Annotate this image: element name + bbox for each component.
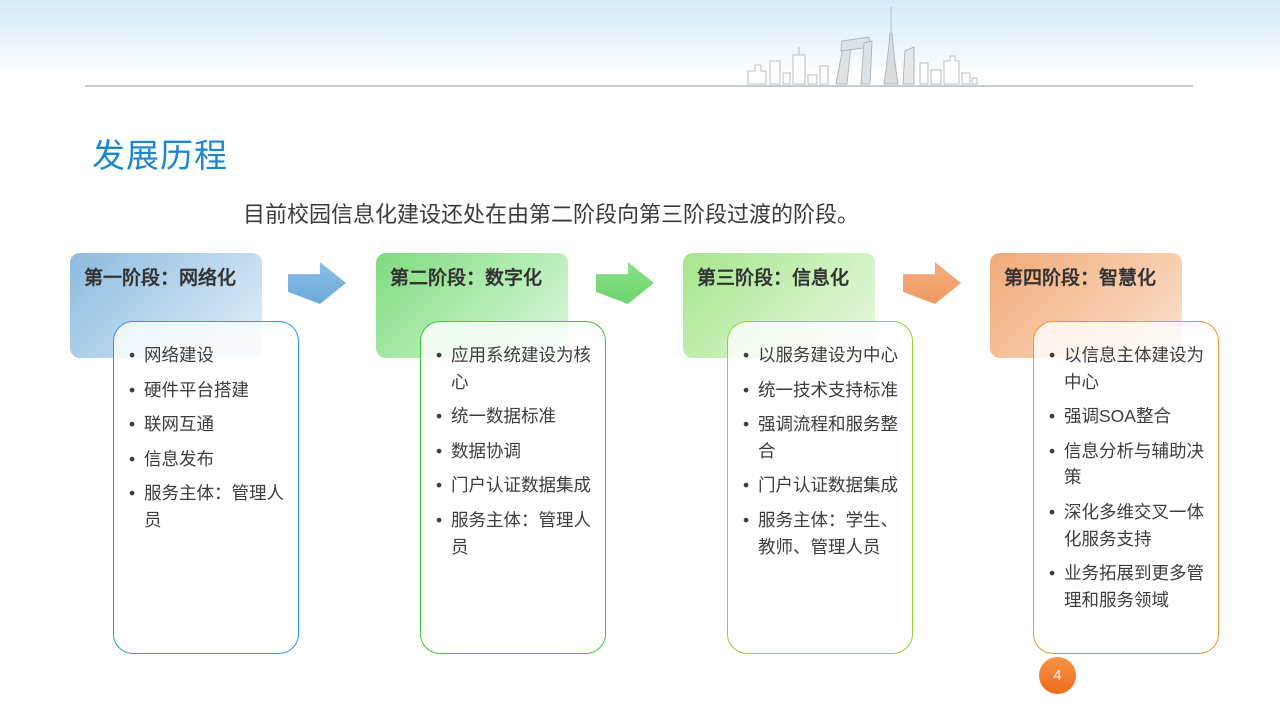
list-item: 强调流程和服务整合 — [741, 411, 903, 464]
list-item: 以信息主体建设为中心 — [1047, 342, 1209, 395]
stage-2-title: 第二阶段：数字化 — [390, 268, 543, 289]
page-number-badge: 4 — [1039, 657, 1076, 694]
list-item: 服务主体：管理人员 — [127, 480, 289, 533]
right-arrow-icon-3 — [903, 262, 961, 304]
stage-3-list: 以服务建设为中心 统一技术支持标准 强调流程和服务整合 门户认证数据集成 服务主… — [741, 342, 903, 560]
stage-2-panel: 应用系统建设为核心 统一数据标准 数据协调 门户认证数据集成 服务主体：管理人员 — [420, 321, 606, 654]
stage-1-panel: 网络建设 硬件平台搭建 联网互通 信息发布 服务主体：管理人员 — [113, 321, 299, 654]
stage-4-list: 以信息主体建设为中心 强调SOA整合 信息分析与辅助决策 深化多维交叉一体化服务… — [1047, 342, 1209, 613]
city-skyline-icon — [747, 7, 978, 85]
page-title: 发展历程 — [92, 137, 228, 174]
list-item: 信息分析与辅助决策 — [1047, 438, 1209, 491]
list-item: 应用系统建设为核心 — [434, 342, 596, 395]
list-item: 硬件平台搭建 — [127, 377, 289, 404]
list-item: 门户认证数据集成 — [434, 472, 596, 499]
stage-3-title: 第三阶段：信息化 — [697, 268, 850, 289]
header-divider-line — [85, 85, 1193, 87]
stage-4-panel: 以信息主体建设为中心 强调SOA整合 信息分析与辅助决策 深化多维交叉一体化服务… — [1033, 321, 1219, 654]
list-item: 数据协调 — [434, 438, 596, 465]
list-item: 以服务建设为中心 — [741, 342, 903, 369]
list-item: 统一数据标准 — [434, 403, 596, 430]
header-sky-band — [0, 0, 1280, 88]
right-arrow-icon-1 — [288, 262, 346, 304]
list-item: 联网互通 — [127, 411, 289, 438]
list-item: 业务拓展到更多管理和服务领域 — [1047, 560, 1209, 613]
stage-2-list: 应用系统建设为核心 统一数据标准 数据协调 门户认证数据集成 服务主体：管理人员 — [434, 342, 596, 560]
slide-subtitle: 目前校园信息化建设还处在由第二阶段向第三阶段过渡的阶段。 — [243, 202, 860, 227]
list-item: 信息发布 — [127, 446, 289, 473]
list-item: 统一技术支持标准 — [741, 377, 903, 404]
list-item: 深化多维交叉一体化服务支持 — [1047, 499, 1209, 552]
right-arrow-icon-2 — [596, 262, 654, 304]
list-item: 服务主体：管理人员 — [434, 507, 596, 560]
list-item: 门户认证数据集成 — [741, 472, 903, 499]
list-item: 网络建设 — [127, 342, 289, 369]
stage-3-panel: 以服务建设为中心 统一技术支持标准 强调流程和服务整合 门户认证数据集成 服务主… — [727, 321, 913, 654]
list-item: 强调SOA整合 — [1047, 403, 1209, 430]
stage-1-list: 网络建设 硬件平台搭建 联网互通 信息发布 服务主体：管理人员 — [127, 342, 289, 534]
stage-4-title: 第四阶段：智慧化 — [1004, 268, 1157, 289]
stage-1-title: 第一阶段：网络化 — [84, 268, 237, 289]
list-item: 服务主体：学生、教师、管理人员 — [741, 507, 903, 560]
